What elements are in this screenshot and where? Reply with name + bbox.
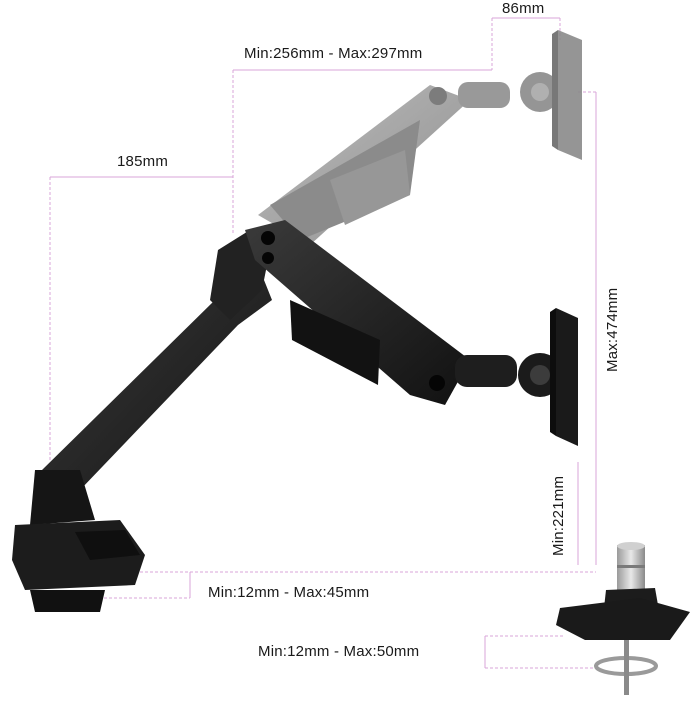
grommet-mount xyxy=(556,542,690,695)
grommet-thickness-label: Min:12mm - Max:50mm xyxy=(258,643,420,660)
monitor-arm xyxy=(12,220,578,612)
arm-reach-label: Min:256mm - Max:297mm xyxy=(244,45,423,62)
upper-arm-length-label: 185mm xyxy=(117,153,169,170)
monitor-depth-label: 86mm xyxy=(502,0,545,17)
clamp-thickness-label: Min:12mm - Max:45mm xyxy=(208,584,370,601)
min-height-label: Min:221mm xyxy=(550,475,567,556)
raised-arm-ghost xyxy=(258,30,582,245)
dimension-lines xyxy=(49,17,600,669)
max-height-label: Max:474mm xyxy=(604,287,621,372)
